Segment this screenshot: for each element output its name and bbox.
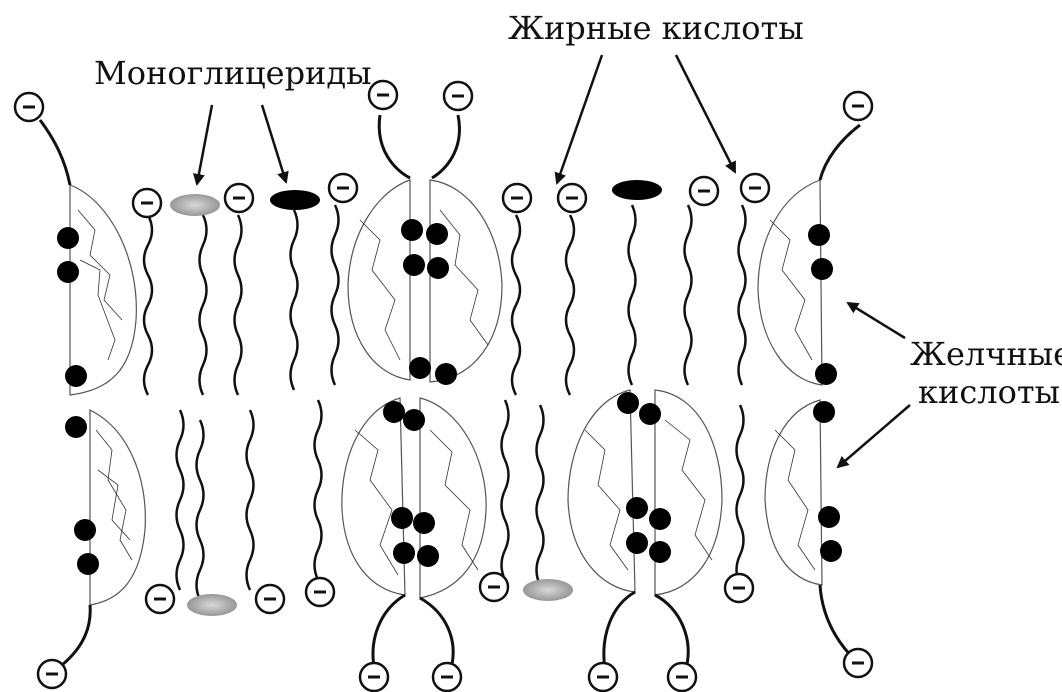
- texture-line: [774, 429, 816, 571]
- tail: [431, 114, 461, 180]
- tail: [38, 119, 72, 186]
- bile-dot: [383, 401, 405, 423]
- arrows: [192, 54, 911, 469]
- chain: [627, 204, 637, 386]
- label-monoglycerides: Моноглицериды: [94, 54, 372, 92]
- tail: [654, 593, 690, 673]
- bile-dot: [617, 392, 639, 414]
- label-bile-acids-line1: Желчные: [910, 335, 1062, 373]
- chain: [535, 404, 545, 586]
- bile-shell-left-upper: [69, 184, 137, 396]
- bile-dot: [639, 403, 661, 425]
- bile-dot: [393, 542, 415, 564]
- monoglyceride-gray-bottom-left: [187, 594, 237, 616]
- bile-dot: [57, 227, 79, 249]
- bile-dot: [65, 416, 87, 438]
- arrow-fatty-acid-left: [554, 54, 604, 185]
- label-fatty-acids: Жирные кислоты: [508, 9, 804, 47]
- chain: [683, 204, 693, 386]
- bile-dot: [65, 365, 87, 387]
- tail: [371, 593, 406, 673]
- chain: [500, 399, 510, 581]
- bile-dot: [401, 219, 423, 241]
- charge-minus-signs: [23, 93, 864, 679]
- texture-line: [354, 429, 399, 576]
- bile-dot: [435, 363, 457, 385]
- monoglyceride-gray-bottom-right: [523, 579, 573, 601]
- bile-shell-right-upper: [757, 179, 823, 386]
- texture-line: [77, 209, 123, 321]
- tail: [818, 123, 861, 181]
- bile-dot: [413, 512, 435, 534]
- fatty-acid-black-top: [612, 180, 662, 200]
- bile-dot: [820, 540, 842, 562]
- chain: [233, 214, 243, 396]
- chain: [313, 399, 323, 581]
- bile-shell-left-lower: [89, 409, 146, 606]
- bile-dot: [649, 541, 671, 563]
- texture-line: [769, 219, 813, 361]
- tail: [377, 114, 411, 180]
- bile-shell-center-upper: [347, 179, 503, 383]
- bile-dot: [626, 532, 648, 554]
- bile-dot: [818, 506, 840, 528]
- chain: [735, 404, 745, 586]
- bile-dot: [427, 257, 449, 279]
- monoglyceride-gray-top: [170, 194, 220, 216]
- chain: [289, 209, 299, 391]
- monoglyceride-black-top: [270, 190, 320, 210]
- bile-dot: [426, 223, 448, 245]
- texture-line: [429, 429, 479, 571]
- texture-line: [439, 209, 489, 346]
- bile-shell-center-lower: [341, 397, 487, 599]
- shell-texture: [77, 209, 816, 576]
- bile-shell-right-center-lower: [567, 389, 723, 596]
- bile-dot: [815, 363, 837, 385]
- arrow-fatty-acid-right: [674, 54, 737, 174]
- chain: [198, 214, 208, 396]
- chain: [175, 409, 185, 591]
- wavy-chains: [142, 204, 747, 601]
- bile-dot: [409, 357, 431, 379]
- bile-dot: [57, 261, 79, 283]
- chain: [330, 204, 340, 386]
- chain: [142, 214, 154, 396]
- texture-line: [95, 429, 133, 561]
- bile-dot: [808, 224, 830, 246]
- tail: [818, 584, 857, 662]
- bile-dot: [391, 507, 413, 529]
- bile-shell-right-lower: [764, 399, 823, 586]
- bile-dot: [649, 508, 671, 530]
- arrow-monoglyceride-black: [260, 104, 289, 184]
- bile-acid-shells: [69, 179, 823, 606]
- texture-line: [79, 259, 116, 361]
- arrow-bile-acid-upper: [846, 301, 906, 340]
- tail: [61, 604, 92, 667]
- bile-dot: [74, 519, 96, 541]
- bile-dot: [813, 401, 835, 423]
- chain: [564, 214, 576, 396]
- bile-dot: [626, 497, 648, 519]
- chain: [245, 409, 255, 591]
- arrow-monoglyceride-gray: [192, 104, 214, 186]
- tail: [419, 596, 455, 673]
- bile-dot: [403, 409, 425, 431]
- chain: [195, 419, 205, 601]
- monoglyceride-heads: [170, 180, 662, 616]
- texture-line: [97, 469, 131, 541]
- label-bile-acids-line2: кислоты: [918, 373, 1061, 411]
- bile-dots: [57, 219, 842, 575]
- chain: [510, 214, 522, 396]
- arrow-bile-acid-lower: [836, 404, 911, 469]
- texture-line: [664, 419, 713, 561]
- texture-line: [584, 429, 629, 571]
- bile-dot: [811, 258, 833, 280]
- bile-dot: [77, 553, 99, 575]
- bile-dot: [403, 254, 425, 276]
- bile-dot: [417, 545, 439, 567]
- tail: [602, 590, 636, 671]
- texture-line: [359, 219, 401, 361]
- chain: [737, 204, 747, 386]
